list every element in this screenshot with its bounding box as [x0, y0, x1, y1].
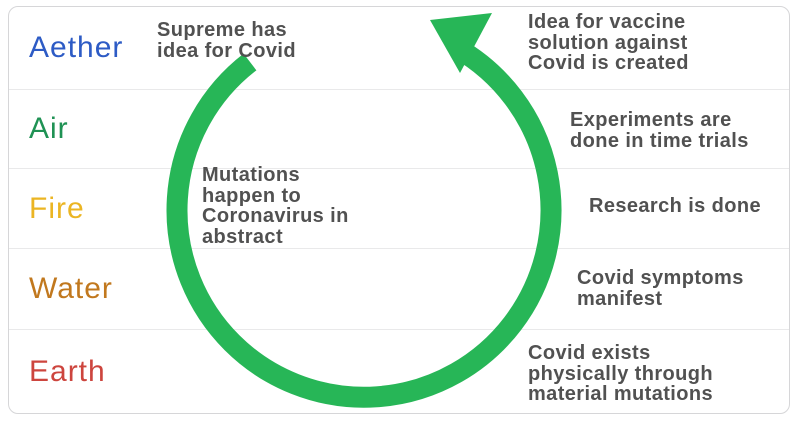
annotation-line: manifest [577, 287, 663, 310]
row-label-water: Water [29, 272, 113, 305]
annotation-line: Experiments are [570, 109, 732, 131]
row-earth: Earth [9, 330, 789, 413]
annotation-line: Idea for vaccine [528, 11, 686, 33]
row-label-aether: Aether [29, 31, 124, 64]
annotation-line: happen to [202, 184, 302, 207]
annotation-line: Mutations [202, 164, 301, 186]
row-air: Air [9, 90, 789, 169]
annotation-line: idea for Covid [157, 39, 296, 62]
annotation-line: Research is done [589, 195, 762, 217]
row-label-fire: Fire [29, 191, 85, 225]
annotation-supreme-idea: Supreme has idea for Covid [157, 20, 296, 61]
row-water: Water [9, 249, 789, 330]
annotation-line: abstract [202, 225, 284, 248]
annotation-vaccine-idea: Idea for vaccine solution against Covid … [528, 12, 689, 74]
annotation-line: Covid symptoms [577, 267, 744, 289]
annotation-line: Supreme has [157, 19, 288, 41]
row-label-earth: Earth [29, 354, 106, 388]
annotation-line: physically through [528, 362, 714, 385]
annotation-research: Research is done [589, 196, 761, 217]
elements-table: Aether Air Fire Water Earth [8, 6, 790, 414]
annotation-line: done in time trials [570, 129, 749, 152]
row-fire: Fire [9, 169, 789, 249]
cycle-arc [166, 38, 562, 408]
annotation-line: Covid exists [528, 342, 651, 364]
annotation-line: solution against [528, 31, 688, 54]
annotation-line: Coronavirus in [202, 205, 349, 227]
annotation-line: Covid is created [528, 52, 689, 74]
annotation-symptoms: Covid symptoms manifest [577, 268, 744, 309]
row-aether: Aether [9, 7, 789, 90]
annotation-line: material mutations [528, 383, 714, 405]
arrow-head-icon [430, 13, 492, 73]
annotation-mutations: Mutations happen to Coronavirus in abstr… [202, 165, 349, 247]
annotation-experiments: Experiments are done in time trials [570, 110, 749, 151]
row-label-air: Air [29, 112, 69, 145]
annotation-material: Covid exists physically through material… [528, 343, 713, 405]
